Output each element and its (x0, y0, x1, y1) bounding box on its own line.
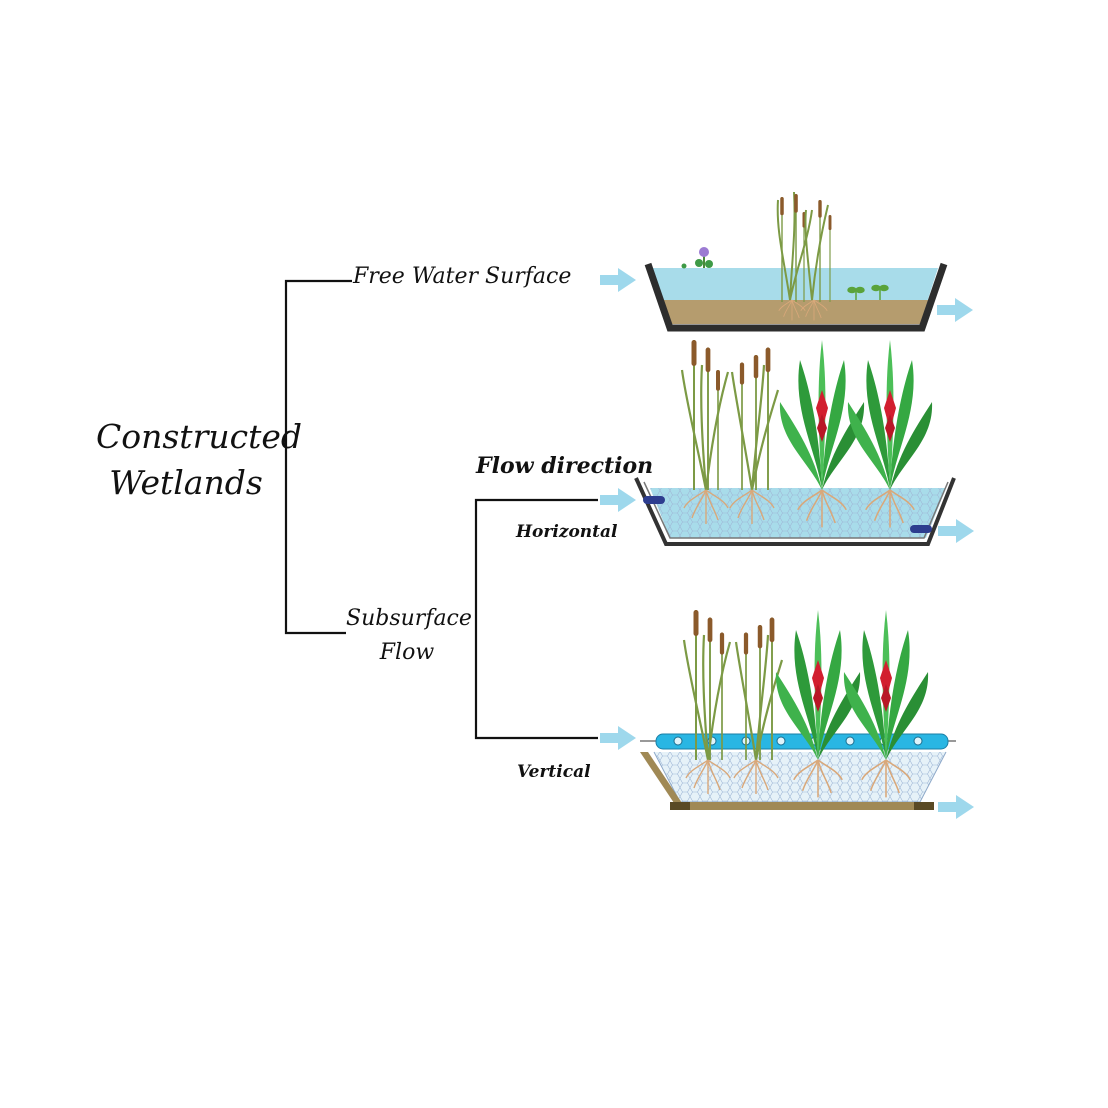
title-line-1: Constructed (96, 417, 302, 456)
flow-direction-label: Flow direction (476, 453, 654, 479)
main-branch-line (284, 279, 352, 635)
horizontal-outflow-arrow (938, 519, 974, 543)
subsurface-line-2: Flow (379, 640, 435, 665)
tree-connectors (284, 279, 598, 740)
horizontal-label: Horizontal (516, 522, 618, 542)
horizontal-flow-basin (634, 339, 956, 546)
vertical-inflow-arrow (600, 726, 636, 750)
vertical-outflow-arrow (938, 795, 974, 819)
horizontal-inflow-arrow (600, 488, 636, 512)
title-line-2: Wetlands (109, 463, 263, 502)
subsurface-branch-line (474, 498, 598, 740)
subsurface-line-1: Subsurface (346, 606, 472, 631)
subsurface-flow-label: Subsurface Flow (346, 602, 472, 670)
fws-outflow-arrow (937, 298, 973, 322)
diagram-title: Constructed Wetlands (96, 414, 302, 506)
vertical-label: Vertical (517, 762, 591, 782)
free-water-surface-basin (644, 191, 948, 332)
free-water-surface-label: Free Water Surface (353, 264, 572, 289)
fws-inflow-arrow (600, 268, 636, 292)
vertical-flow-basin (640, 609, 956, 810)
